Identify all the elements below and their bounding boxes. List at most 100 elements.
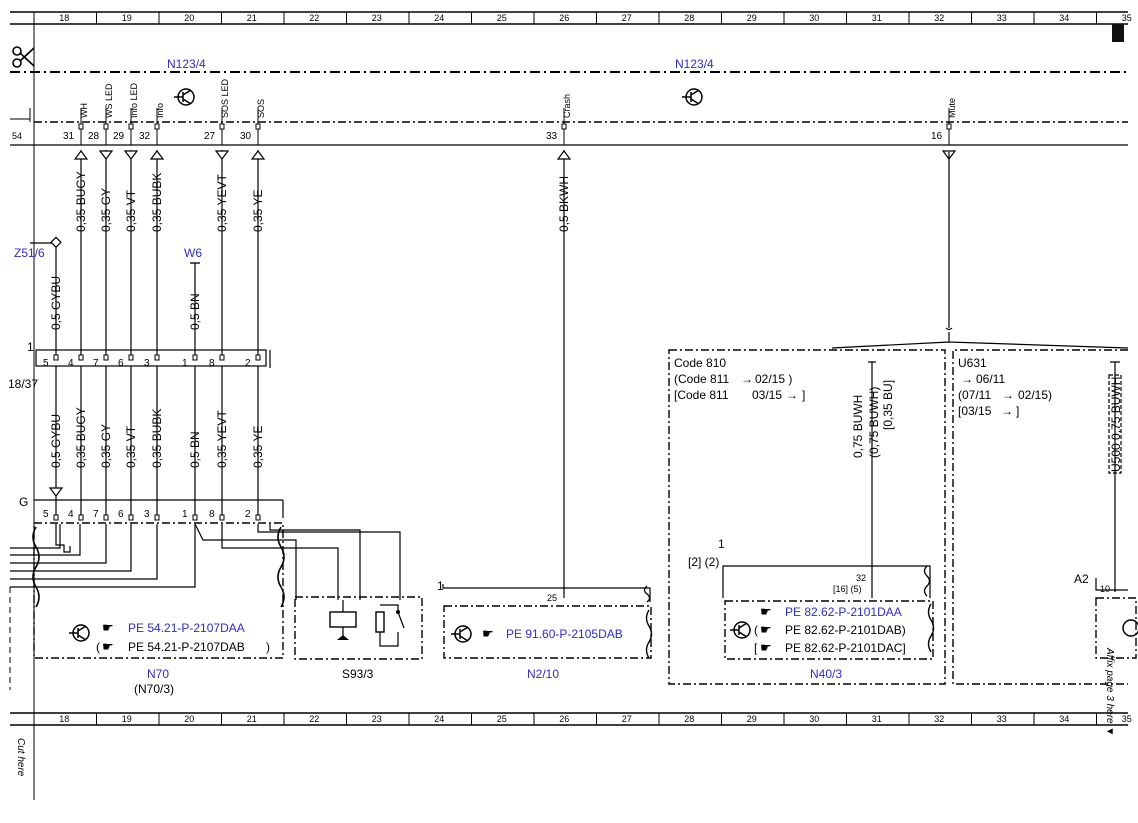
- connector-pin: 4: [68, 358, 74, 369]
- u631-conn: A2: [1074, 572, 1089, 586]
- n70-conn-label: G: [19, 495, 28, 509]
- lower-wire-label: 0,35 BUGY: [74, 407, 88, 468]
- top-ruler-col-label: 29: [747, 13, 757, 23]
- module-pin: Info LED 29: [113, 82, 139, 145]
- module-pin-number: 28: [88, 131, 100, 142]
- splice-label: Z51/6: [14, 246, 45, 260]
- connector-pin: 2: [245, 358, 251, 369]
- n70-pin: 6: [118, 509, 124, 520]
- module-pin-signal: SOS LED: [220, 78, 230, 118]
- bottom-ruler-col-label: 19: [122, 714, 132, 724]
- n70-pin: 3: [144, 509, 150, 520]
- u631-pin: 10: [1100, 584, 1110, 594]
- connector-pin: 7: [93, 358, 99, 369]
- module-pin-signal: WS LED: [104, 83, 114, 118]
- bottom-ruler-col-label: 31: [872, 714, 882, 724]
- top-ruler-col-label: 34: [1059, 13, 1069, 23]
- ground-wire-label: 0,5 BN: [188, 293, 202, 330]
- top-ruler-col-label: 35: [1122, 13, 1132, 23]
- module-pin-number: 29: [113, 131, 125, 142]
- code810-ref2: PE 82.62-P-2101DAB): [785, 623, 906, 637]
- connector-pin: 8: [209, 358, 215, 369]
- n70-ref2: PE 54.21-P-2107DAB: [128, 640, 245, 654]
- bottom-ruler-col-label: 21: [247, 714, 257, 724]
- lower-wire-label: 0,35 VT: [124, 425, 138, 468]
- connector-pin: 3: [144, 358, 150, 369]
- splice-diamond-icon: [50, 236, 62, 249]
- n70-pin: 7: [93, 509, 99, 520]
- code810-wire3: [0,35 BU]: [881, 380, 895, 430]
- n2-index: 1: [437, 579, 444, 593]
- n70-ref-paren-open: (: [96, 640, 100, 654]
- pointing-hand-icon: ☛: [760, 640, 772, 655]
- module-pin-number: 33: [546, 131, 558, 142]
- lower-wire: 0,35 YEVT: [215, 366, 229, 515]
- top-ruler-col-label: 31: [872, 13, 882, 23]
- upper-wire: 0,35 YEVT: [214, 150, 230, 358]
- code810-ref3-bracket: [: [754, 641, 758, 655]
- upper-wire-label: 0,5 BKWH: [557, 176, 571, 232]
- n70-ref1: PE 54.21-P-2107DAA: [128, 621, 245, 635]
- module-pin-signal: SOS: [256, 99, 266, 118]
- bottom-ruler-col-label: 34: [1059, 714, 1069, 724]
- upper-wire: 0,35 GY: [98, 150, 114, 358]
- top-ruler-col-label: 18: [59, 13, 69, 23]
- ground-label: W6: [184, 246, 202, 260]
- transistor-icon: [682, 88, 703, 106]
- code810-line1: (Code 811: [674, 372, 729, 386]
- upper-wire-label: 0,35 VT: [124, 189, 138, 232]
- u631-line2b: 02/15): [1018, 388, 1052, 402]
- lower-wire-label: 0,35 GY: [99, 424, 113, 468]
- pointing-hand-icon: ☛: [760, 604, 772, 619]
- lower-wire-label: 0,5 BN: [188, 431, 202, 468]
- code810-alt: [2] (2): [688, 555, 719, 569]
- top-ruler-col-label: 32: [934, 13, 944, 23]
- splice-wire-label: 0,5 GYBU: [49, 276, 63, 330]
- bottom-ruler-col-label: 18: [59, 714, 69, 724]
- connector-pin: 5: [43, 358, 49, 369]
- code810-wire1: 0,75 BUWH: [851, 395, 865, 458]
- connector-label: 18/37: [8, 377, 38, 391]
- module-pin-signal: Crash: [562, 94, 572, 118]
- top-ruler-col-label: 27: [622, 13, 632, 23]
- n70-pin: 5: [43, 509, 49, 520]
- lower-wire-label: 0,5 GYBU: [49, 414, 63, 468]
- module-pin-number: 16: [931, 131, 943, 142]
- affix-here-note: Affix page 3 here ▼: [1104, 647, 1115, 736]
- lower-wire-label: 0,35 YEVT: [215, 410, 229, 468]
- code810-wire2: (0,75 BUWH): [867, 387, 881, 458]
- upper-wire-label: 0,35 YEVT: [215, 174, 229, 232]
- bottom-ruler-col-label: 26: [559, 714, 569, 724]
- n70-to-s93-wires: [194, 523, 401, 600]
- s93-switch-unit: [294, 596, 423, 660]
- lower-wire: 0,5 BN: [188, 366, 202, 515]
- lower-wire-label: 0,35 YE: [251, 426, 265, 468]
- module-pin: WS LED 28: [88, 83, 114, 145]
- n70-box: [33, 522, 284, 659]
- pointing-hand-icon: ☛: [102, 620, 114, 635]
- module-label-left: N123/4: [167, 57, 206, 71]
- module-pin: Crash 33: [546, 94, 572, 145]
- lower-wire: 0,35 GY: [99, 366, 113, 515]
- code810-ref1: PE 82.62-P-2101DAA: [785, 605, 902, 619]
- n70-ref-paren-close: ): [266, 640, 270, 654]
- module-pin-number: 30: [240, 131, 252, 142]
- upper-wire-label: 0,35 BUGY: [74, 171, 88, 232]
- module-pin-signal: Info LED: [129, 82, 139, 118]
- connector-pin: 6: [118, 358, 124, 369]
- upper-wire-label: 0,35 GY: [99, 188, 113, 232]
- bottom-ruler-col-label: 22: [309, 714, 319, 724]
- connector-index: 1: [27, 340, 34, 354]
- n70-pin: 8: [209, 509, 215, 520]
- top-ruler-col-label: 25: [497, 13, 507, 23]
- top-ruler-col-label: 28: [684, 13, 694, 23]
- arrow-right-icon: →: [786, 388, 798, 402]
- top-ruler-col-label: 33: [997, 13, 1007, 23]
- down-arrow-icon: [48, 487, 64, 497]
